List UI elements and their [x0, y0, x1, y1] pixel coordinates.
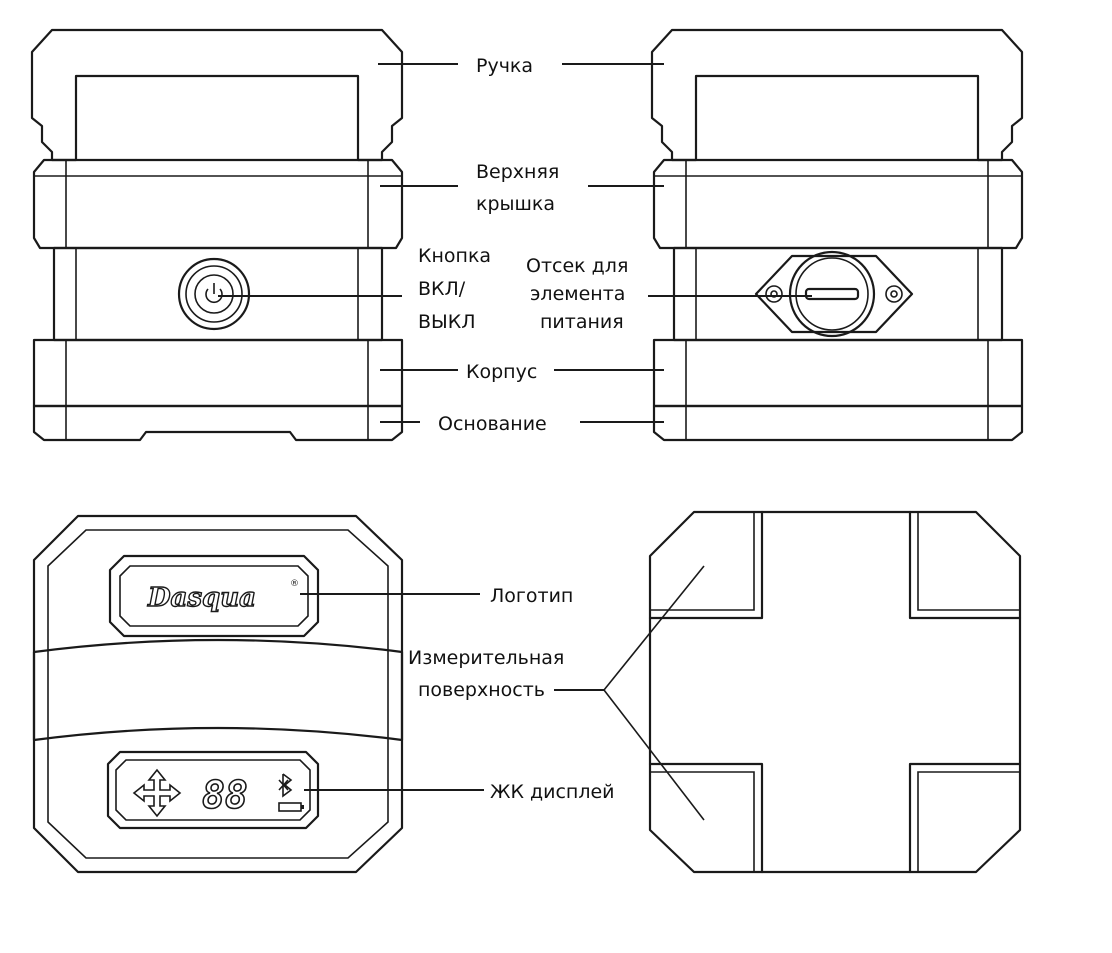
- label-measuring-surface-line1: Измерительная: [408, 647, 564, 669]
- label-power-button-line3: ВЫКЛ: [418, 311, 476, 333]
- label-battery-compartment-line1: Отсек для: [526, 255, 628, 277]
- front-handle: [30, 28, 404, 162]
- back-base: [652, 404, 1024, 442]
- label-handle: Ручка: [476, 55, 533, 77]
- label-housing: Корпус: [466, 361, 537, 383]
- label-power-button-line1: Кнопка: [418, 245, 491, 267]
- logo-plate: Dasqua ®: [108, 554, 320, 638]
- front-view: [30, 28, 404, 442]
- lcd-display: 88: [106, 750, 320, 830]
- front-middle-section: [52, 246, 384, 342]
- front-top-cover: [32, 158, 404, 250]
- measuring-surface-cross: [648, 510, 1022, 874]
- label-battery-compartment-line2: элемента: [530, 283, 625, 305]
- battery-icon: [278, 802, 304, 812]
- direction-arrows-icon: [132, 768, 182, 818]
- bluetooth-icon: [278, 773, 293, 798]
- screw-icon: [765, 285, 783, 303]
- bottom-view: [648, 510, 1022, 874]
- lcd-digits: 88: [202, 773, 248, 817]
- back-handle: [650, 28, 1024, 162]
- screw-icon: [885, 285, 903, 303]
- front-housing: [32, 338, 404, 408]
- top-view: Dasqua ® 88: [32, 514, 404, 874]
- leader-lines: [218, 63, 812, 821]
- power-button: [177, 257, 251, 331]
- label-top-cover-line1: Верхняя: [476, 161, 559, 183]
- front-base: [32, 404, 404, 442]
- label-power-button-line2: ВКЛ/: [418, 278, 466, 300]
- brand-logo: Dasqua: [147, 583, 256, 613]
- back-middle-section: [672, 246, 1004, 342]
- registered-mark: ®: [290, 579, 299, 589]
- labels: Ручка Верхняя крышка Кнопка ВКЛ/ ВЫКЛ От…: [408, 55, 628, 803]
- battery-compartment: [754, 250, 914, 338]
- label-base: Основание: [438, 413, 547, 435]
- label-battery-compartment-line3: питания: [540, 311, 624, 333]
- label-lcd-display: ЖК дисплей: [490, 781, 615, 803]
- label-logo: Логотип: [490, 585, 573, 607]
- back-view: [650, 28, 1024, 442]
- back-top-cover: [652, 158, 1024, 250]
- back-housing: [652, 338, 1024, 408]
- label-top-cover-line2: крышка: [476, 193, 555, 215]
- power-icon: [205, 283, 223, 304]
- label-measuring-surface-line2: поверхность: [418, 679, 545, 701]
- grip-band: [32, 638, 404, 742]
